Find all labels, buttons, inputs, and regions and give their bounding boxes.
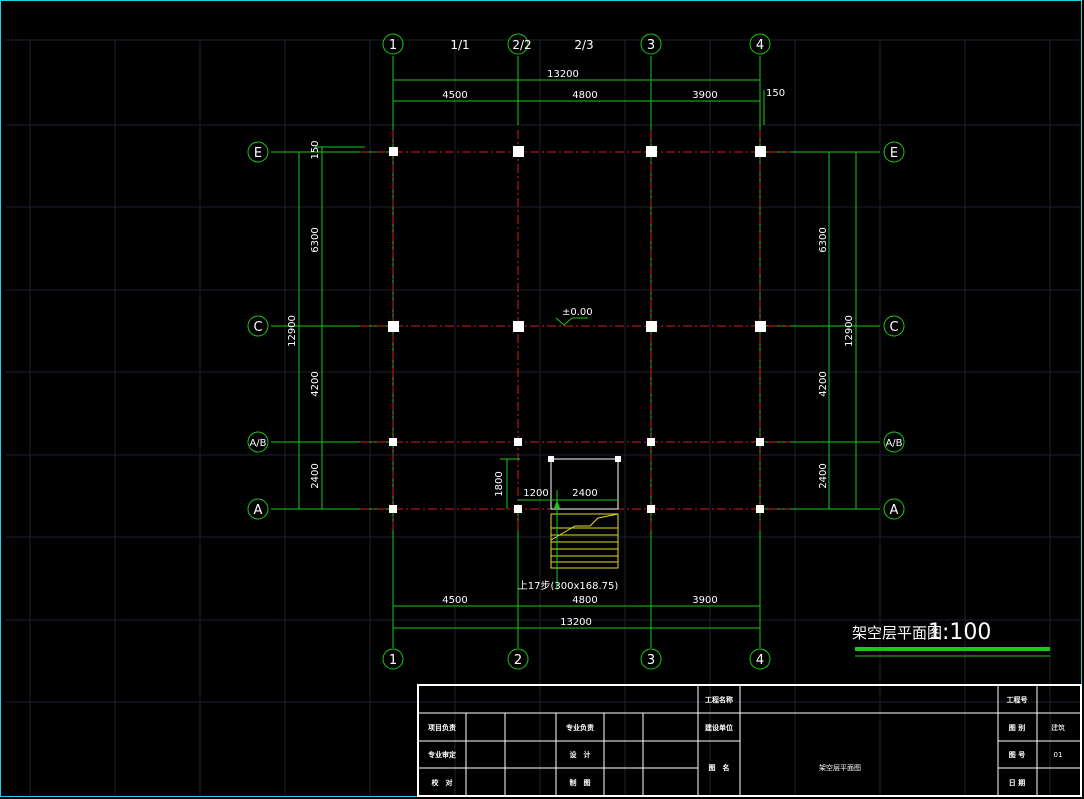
- axis-label-bottom-3: 3: [647, 653, 655, 668]
- axis-label-bottom-4: 4: [756, 653, 764, 668]
- axis-label-top-5: 3: [647, 38, 655, 53]
- dim-right-seg-1: 6300: [818, 227, 829, 252]
- column: [646, 146, 657, 157]
- axis-label-left-1: E: [254, 146, 262, 161]
- column: [647, 438, 655, 446]
- elevation-marker: ±0.00: [555, 307, 593, 326]
- tb-discipline-lead: 专业负责: [566, 723, 594, 732]
- dim-left-seg-2: 6300: [310, 227, 321, 252]
- dim-bottom-total: 13200: [560, 617, 592, 628]
- axis-label-bottom-1: 1: [389, 653, 397, 668]
- axis-label-right-1: E: [890, 146, 898, 161]
- background-grid: [5, 39, 1080, 795]
- drawing-scale: 1:100: [928, 620, 991, 645]
- tb-design: 设 计: [570, 750, 591, 759]
- dim-top-seg-3: 3900: [692, 90, 717, 101]
- column: [513, 321, 524, 332]
- axis-label-top-2: 1/1: [450, 38, 469, 52]
- dim-stair-height: 1800: [494, 471, 505, 496]
- column: [514, 505, 522, 513]
- dim-stair-a: 1200: [523, 488, 548, 499]
- tb-check: 校 对: [432, 778, 453, 787]
- axis-label-top-3: 2/2: [512, 38, 531, 52]
- tb-sheet-label: 图 号: [1009, 750, 1025, 759]
- tb-project-no-label: 工程号: [1007, 695, 1028, 704]
- tb-drawing-name-label: 图 名: [709, 763, 730, 772]
- dim-left-seg-1: 150: [310, 140, 321, 159]
- column: [646, 321, 657, 332]
- title-block: 工程名称 工程号 建设单位 项目负责 专业负责 专业审定 设 计 校 对 制 图…: [417, 684, 1082, 797]
- dim-right-total: 12900: [844, 315, 855, 347]
- column: [756, 505, 764, 513]
- column: [389, 147, 398, 156]
- drawing-title-block: 架空层平面图 1:100: [852, 620, 1050, 657]
- dim-bottom-seg-3: 3900: [692, 595, 717, 606]
- tb-discipline-review: 专业审定: [428, 750, 456, 759]
- column: [755, 146, 766, 157]
- axis-label-bottom-2: 2: [514, 653, 522, 668]
- dim-top-extra: 150: [766, 88, 785, 99]
- tb-category-label: 图 别: [1009, 723, 1025, 732]
- axis-bubbles-top: 1 1/1 2/2 2/3 3 4: [382, 33, 771, 55]
- dim-left-seg-3: 4200: [310, 371, 321, 396]
- dim-top-seg-2: 4800: [572, 90, 597, 101]
- dim-right-seg-2: 4200: [818, 371, 829, 396]
- axis-label-left-2: C: [253, 320, 262, 335]
- tb-project-lead: 项目负责: [428, 723, 456, 732]
- column: [389, 438, 397, 446]
- tb-drawing-name: 架空层平面图: [819, 763, 861, 772]
- columns: [388, 146, 766, 513]
- stair-note: 上17步(300x168.75): [518, 580, 619, 592]
- axis-bubbles-right: E C A/B A: [883, 141, 905, 520]
- elevation-label: ±0.00: [562, 307, 593, 318]
- left-dimensions: 12900 150 6300 4200 2400: [287, 140, 365, 509]
- axis-label-right-4: A: [890, 503, 899, 518]
- dim-left-seg-4: 2400: [310, 463, 321, 488]
- stair: 1800 1200 2400 上17步(300x168.75): [494, 456, 621, 592]
- tb-category: 建筑: [1051, 723, 1065, 732]
- axis-bubbles-left: E C A/B A: [247, 141, 269, 520]
- dim-stair-b: 2400: [572, 488, 597, 499]
- bottom-dimensions: 4500 4800 3900 13200: [393, 595, 760, 629]
- axis-lines: [360, 130, 790, 530]
- dim-bottom-seg-1: 4500: [442, 595, 467, 606]
- dim-bottom-seg-2: 4800: [572, 595, 597, 606]
- dim-right-seg-3: 2400: [818, 463, 829, 488]
- axis-label-top-4: 2/3: [574, 38, 593, 52]
- top-dimensions: 13200 4500 4800 3900 150: [393, 69, 785, 125]
- axis-label-top-1: 1: [389, 38, 397, 53]
- dim-top-total: 13200: [547, 69, 579, 80]
- axis-label-right-2: C: [889, 320, 898, 335]
- tb-date-label: 日 期: [1009, 778, 1025, 787]
- column: [755, 321, 766, 332]
- column: [388, 321, 399, 332]
- tb-client-label: 建设单位: [705, 723, 733, 732]
- right-dimensions: 6300 12900 4200 2400: [818, 152, 857, 509]
- axis-label-top-6: 4: [756, 38, 764, 53]
- tb-sheet-no: 01: [1054, 751, 1063, 759]
- column: [513, 146, 524, 157]
- axis-label-left-3: A/B: [249, 438, 266, 449]
- axis-bubbles-bottom: 1 2 3 4: [382, 648, 771, 670]
- tb-project-name-label: 工程名称: [705, 695, 733, 704]
- column: [647, 505, 655, 513]
- tb-draw: 制 图: [570, 778, 591, 787]
- drawing-title: 架空层平面图: [852, 624, 942, 642]
- column: [756, 438, 764, 446]
- axis-label-left-4: A: [254, 503, 263, 518]
- column: [514, 438, 522, 446]
- column: [389, 505, 397, 513]
- dim-left-total: 12900: [287, 315, 298, 347]
- axis-extension-lines: [271, 56, 880, 648]
- axis-label-right-3: A/B: [885, 438, 902, 449]
- dim-top-seg-1: 4500: [442, 90, 467, 101]
